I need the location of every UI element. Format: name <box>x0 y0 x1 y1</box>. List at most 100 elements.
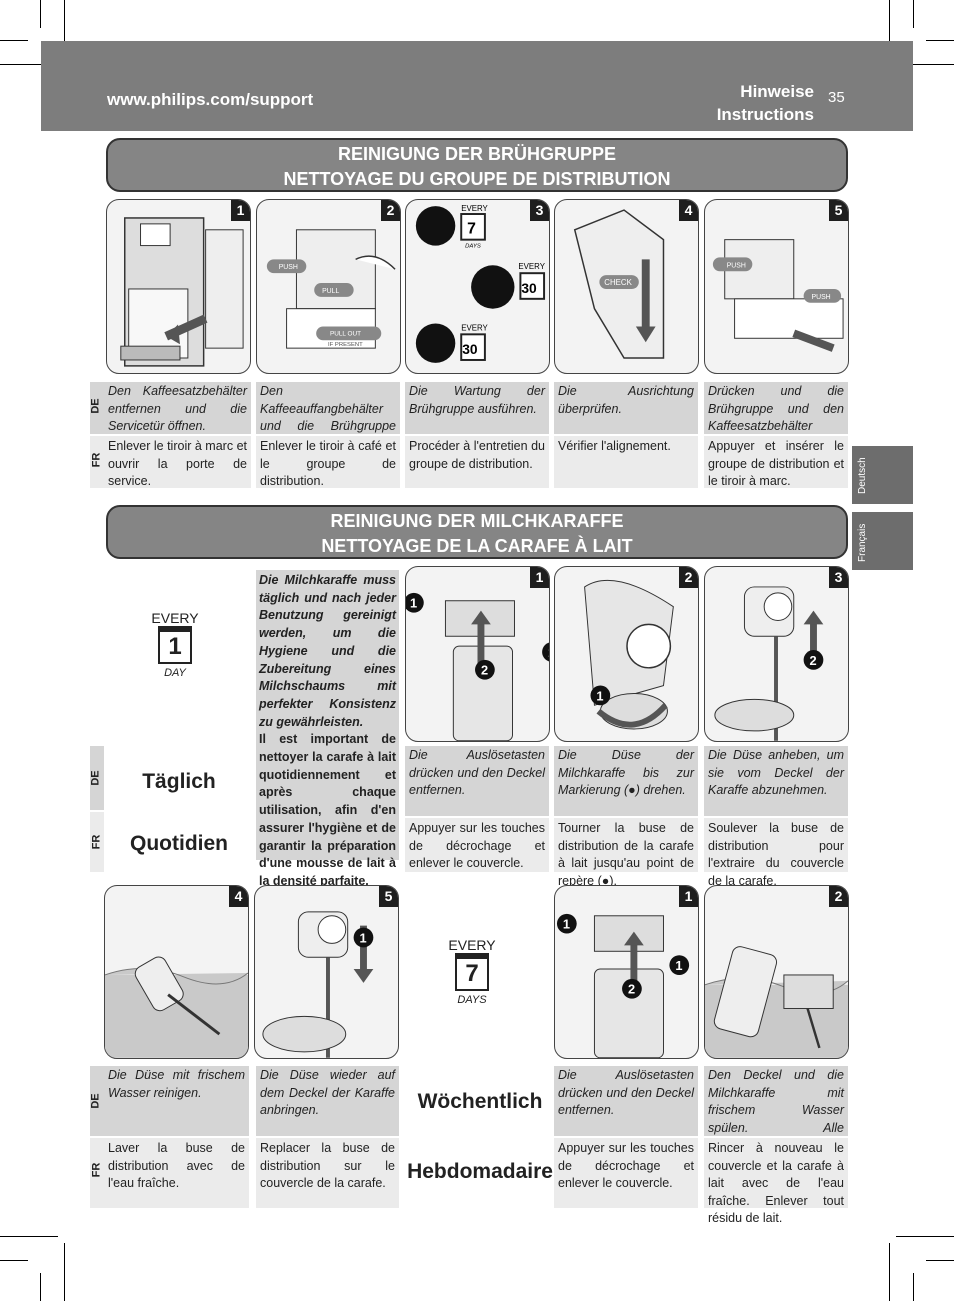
section-title-line-fr: NETTOYAGE DU GROUPE DE DISTRIBUTION <box>283 169 671 189</box>
step-number: 4 <box>679 200 698 221</box>
section-title-brew-group: REINIGUNG DER BRÜHGRUPPE NETTOYAGE DU GR… <box>106 138 848 192</box>
lang-column-de <box>90 1066 104 1136</box>
calendar-unit: DAYS <box>457 994 487 1006</box>
lang-label-de: DE <box>89 398 102 414</box>
step-text-de: Die Düse anheben, um sie vom Deckel der … <box>704 746 848 816</box>
header-title: Hinweise Instructions <box>717 80 814 126</box>
step-text-fr: Tourner la buse de distribution de la ca… <box>554 818 698 888</box>
crop-mark <box>913 1273 914 1301</box>
step-text-de: Die Düse der Milchkaraffe bis zur Markie… <box>554 746 698 816</box>
nozzle-lift-illustration: 2 <box>714 586 824 741</box>
calendar-icon-weekly: EVERY 7 DAYS <box>437 937 507 1006</box>
crop-mark <box>64 0 65 58</box>
side-tab-francais[interactable]: Français <box>852 512 913 570</box>
step-text-fr: Appuyer et insérer le groupe de distribu… <box>704 436 848 488</box>
step-text-fr: Replacer la buse de distribution sur le … <box>256 1138 399 1208</box>
every-label: EVERY <box>461 323 488 332</box>
step-text-fr: Procéder à l'entretien du groupe de dist… <box>405 436 549 488</box>
push-label: PUSH <box>279 264 298 271</box>
step-text-de: Die Düse wieder auf dem Deckel der Karaf… <box>256 1066 399 1136</box>
lang-column-de <box>90 382 104 434</box>
crop-mark <box>40 0 41 28</box>
side-tab-deutsch[interactable]: Deutsch <box>852 446 913 504</box>
days-label: DAYS <box>465 244 481 250</box>
step-text-fr: Enlever le tiroir à café et le groupe de… <box>256 436 400 488</box>
page-number: 35 <box>828 89 845 106</box>
milk-carafe-intro: Die Milchkaraffe muss täglich und nach j… <box>256 570 399 888</box>
callout-2: 2 <box>481 663 488 678</box>
crop-mark <box>64 1243 65 1301</box>
step-number: 3 <box>530 200 549 221</box>
callout-1: 1 <box>360 930 367 945</box>
step-text-de: Den Kaffeesatzbehälter entfernen und die… <box>104 382 251 434</box>
step-text-fr: Laver la buse de distribution avec de l'… <box>104 1138 249 1208</box>
days-30: 30 <box>521 281 537 296</box>
header-title-fr: Instructions <box>716 105 814 124</box>
lang-column-fr <box>90 1138 104 1208</box>
step-image-check-alignment: CHECK 4 <box>554 199 699 374</box>
lang-label-fr: FR <box>90 834 103 850</box>
callout-1: 1 <box>410 596 417 611</box>
maintenance-icons: 7 EVERY DAYS 30 EVERY 30 EVERY <box>415 204 546 363</box>
crop-mark <box>889 0 890 58</box>
step-text-de: Die Ausrichtung überprüfen. <box>554 382 698 434</box>
crop-mark <box>889 1243 890 1301</box>
step-number: 5 <box>829 200 848 221</box>
days-30: 30 <box>462 342 478 357</box>
side-tab-deutsch-label: Deutsch <box>857 457 868 494</box>
every-label: EVERY <box>518 262 545 271</box>
intro-de: Die Milchkaraffe muss täglich und nach j… <box>259 573 396 729</box>
intro-fr: Il est important de nettoyer la carafe à… <box>259 732 396 888</box>
alignment-illustration: CHECK <box>573 209 665 359</box>
header-title-de: Hinweise <box>740 82 814 101</box>
step-image-insert-brew-group: PUSH PUSH 5 <box>704 199 849 374</box>
step-text-de: Die Wartung der Brühgruppe ausführen. <box>405 382 549 434</box>
lang-label-de: DE <box>89 770 102 786</box>
crop-mark <box>0 1236 58 1237</box>
every-label: EVERY <box>448 937 496 953</box>
callout-1: 1 <box>563 917 570 932</box>
step-text-de: Die Auslösetasten drücken und den Deckel… <box>554 1066 698 1136</box>
step-number: 1 <box>231 200 250 221</box>
days-7: 7 <box>467 221 476 238</box>
coffee-machine-illustration <box>120 217 244 367</box>
carafe-lid-illustration: 1 1 2 <box>406 592 549 741</box>
step-number: 2 <box>381 200 400 221</box>
crop-mark <box>896 1236 954 1237</box>
insert-illustration: PUSH PUSH <box>712 239 844 352</box>
lang-column-fr <box>90 436 104 488</box>
calendar-icon-daily: EVERY 1 DAY <box>140 610 210 679</box>
frequency-daily-de: Täglich <box>142 770 216 793</box>
nozzle-rotate-illustration: 1 <box>584 579 674 730</box>
step-text-fr: Vérifier l'alignement. <box>554 436 698 488</box>
step-image-remove-drawer: 1 <box>106 199 251 374</box>
support-url[interactable]: www.philips.com/support <box>107 90 314 109</box>
step-number: 1 <box>530 567 549 588</box>
step-number: 2 <box>829 886 848 907</box>
page-header-bar <box>41 41 913 131</box>
step-image-replace-nozzle: 1 5 <box>254 885 399 1059</box>
every-label: EVERY <box>151 610 199 626</box>
step-text-fr: Soulever la buse de distribution pour l'… <box>704 818 848 888</box>
step-number: 1 <box>679 886 698 907</box>
section-title-line-de: REINIGUNG DER MILCHKARAFFE <box>330 511 624 531</box>
crop-mark <box>40 1273 41 1301</box>
step-text-de: Drücken und die Brühgruppe und den Kaffe… <box>704 382 848 451</box>
lang-label-fr: FR <box>90 452 103 468</box>
lang-label-de: DE <box>89 1093 102 1109</box>
every-label: EVERY <box>461 204 488 213</box>
step-image-lift-nozzle: 2 3 <box>704 566 849 742</box>
step-text-de: Die Düse mit frischem Wasser reinigen. <box>104 1066 249 1136</box>
push-label: PUSH <box>727 262 746 269</box>
callout-1: 1 <box>675 958 682 973</box>
section-title-line-fr: NETTOYAGE DE LA CARAFE À LAIT <box>321 536 633 556</box>
callout-2: 2 <box>628 982 635 997</box>
push-label: PUSH <box>812 294 831 301</box>
step-text-fr: Appuyer sur les touches de décrochage et… <box>554 1138 698 1208</box>
rinse-illustration <box>705 946 848 1058</box>
wash-illustration <box>105 956 248 1058</box>
step-image-remove-lid: 1 1 2 1 <box>405 566 550 742</box>
step-text-de: Den Deckel und die Milchkaraffe mit fris… <box>704 1066 848 1170</box>
pull-label: PULL <box>322 288 339 295</box>
step-image-maintenance-schedule: 7 EVERY DAYS 30 EVERY 30 EVERY 3 <box>405 199 550 374</box>
